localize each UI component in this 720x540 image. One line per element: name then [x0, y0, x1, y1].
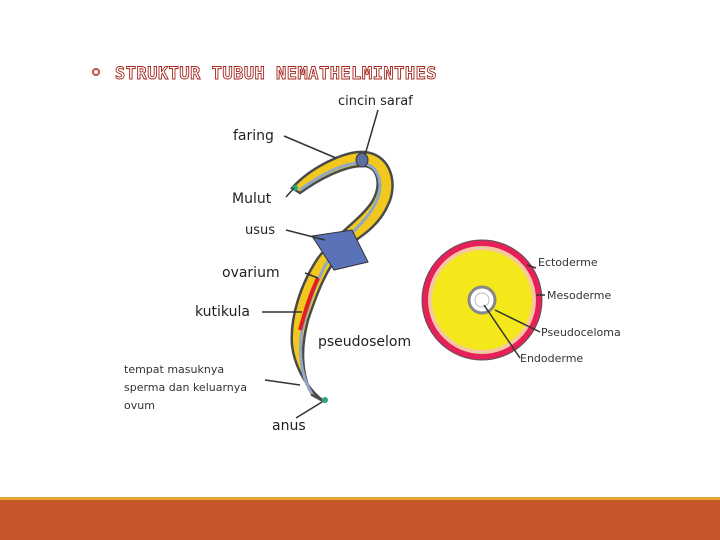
label-ovarium: ovarium: [222, 265, 280, 281]
label-cincin-saraf: cincin saraf: [338, 94, 413, 109]
diagram-panel: [90, 25, 660, 465]
cross-section: [421, 239, 543, 361]
worm-pointers: [262, 109, 379, 419]
label-usus: usus: [245, 223, 275, 238]
label-tempat-line1: tempat masuknya: [124, 363, 224, 376]
label-endoderme: Endoderme: [520, 352, 583, 365]
worm-body: [290, 150, 394, 404]
label-ectoderme: Ectoderme: [538, 256, 598, 269]
label-kutikula: kutikula: [195, 304, 250, 320]
label-tempat-line2: sperma dan keluarnya: [124, 381, 247, 394]
label-pseudoceloma: Pseudoceloma: [541, 326, 621, 339]
footer-bar: [0, 500, 720, 540]
label-tempat-line3: ovum: [124, 399, 155, 412]
title-bullet-icon: [92, 68, 100, 76]
label-anus: anus: [272, 418, 306, 434]
label-pseudoselom: pseudoselom: [318, 334, 411, 350]
worm-labels: cincin saraf faring Mulut usus ovarium k…: [124, 94, 413, 434]
cross-section-labels: Ectoderme Mesoderme Pseudoceloma Endoder…: [520, 256, 621, 365]
slide-title: STRUKTUR TUBUH NEMATHELMINTHES: [115, 64, 438, 85]
footer-accent-line: [0, 497, 720, 500]
label-faring: faring: [233, 128, 274, 144]
ovary-mark: [298, 277, 320, 331]
label-mulut: Mulut: [232, 191, 272, 207]
usus-band: [311, 229, 369, 271]
label-mesoderme: Mesoderme: [547, 289, 612, 302]
cross-section-pointers: [483, 264, 545, 359]
